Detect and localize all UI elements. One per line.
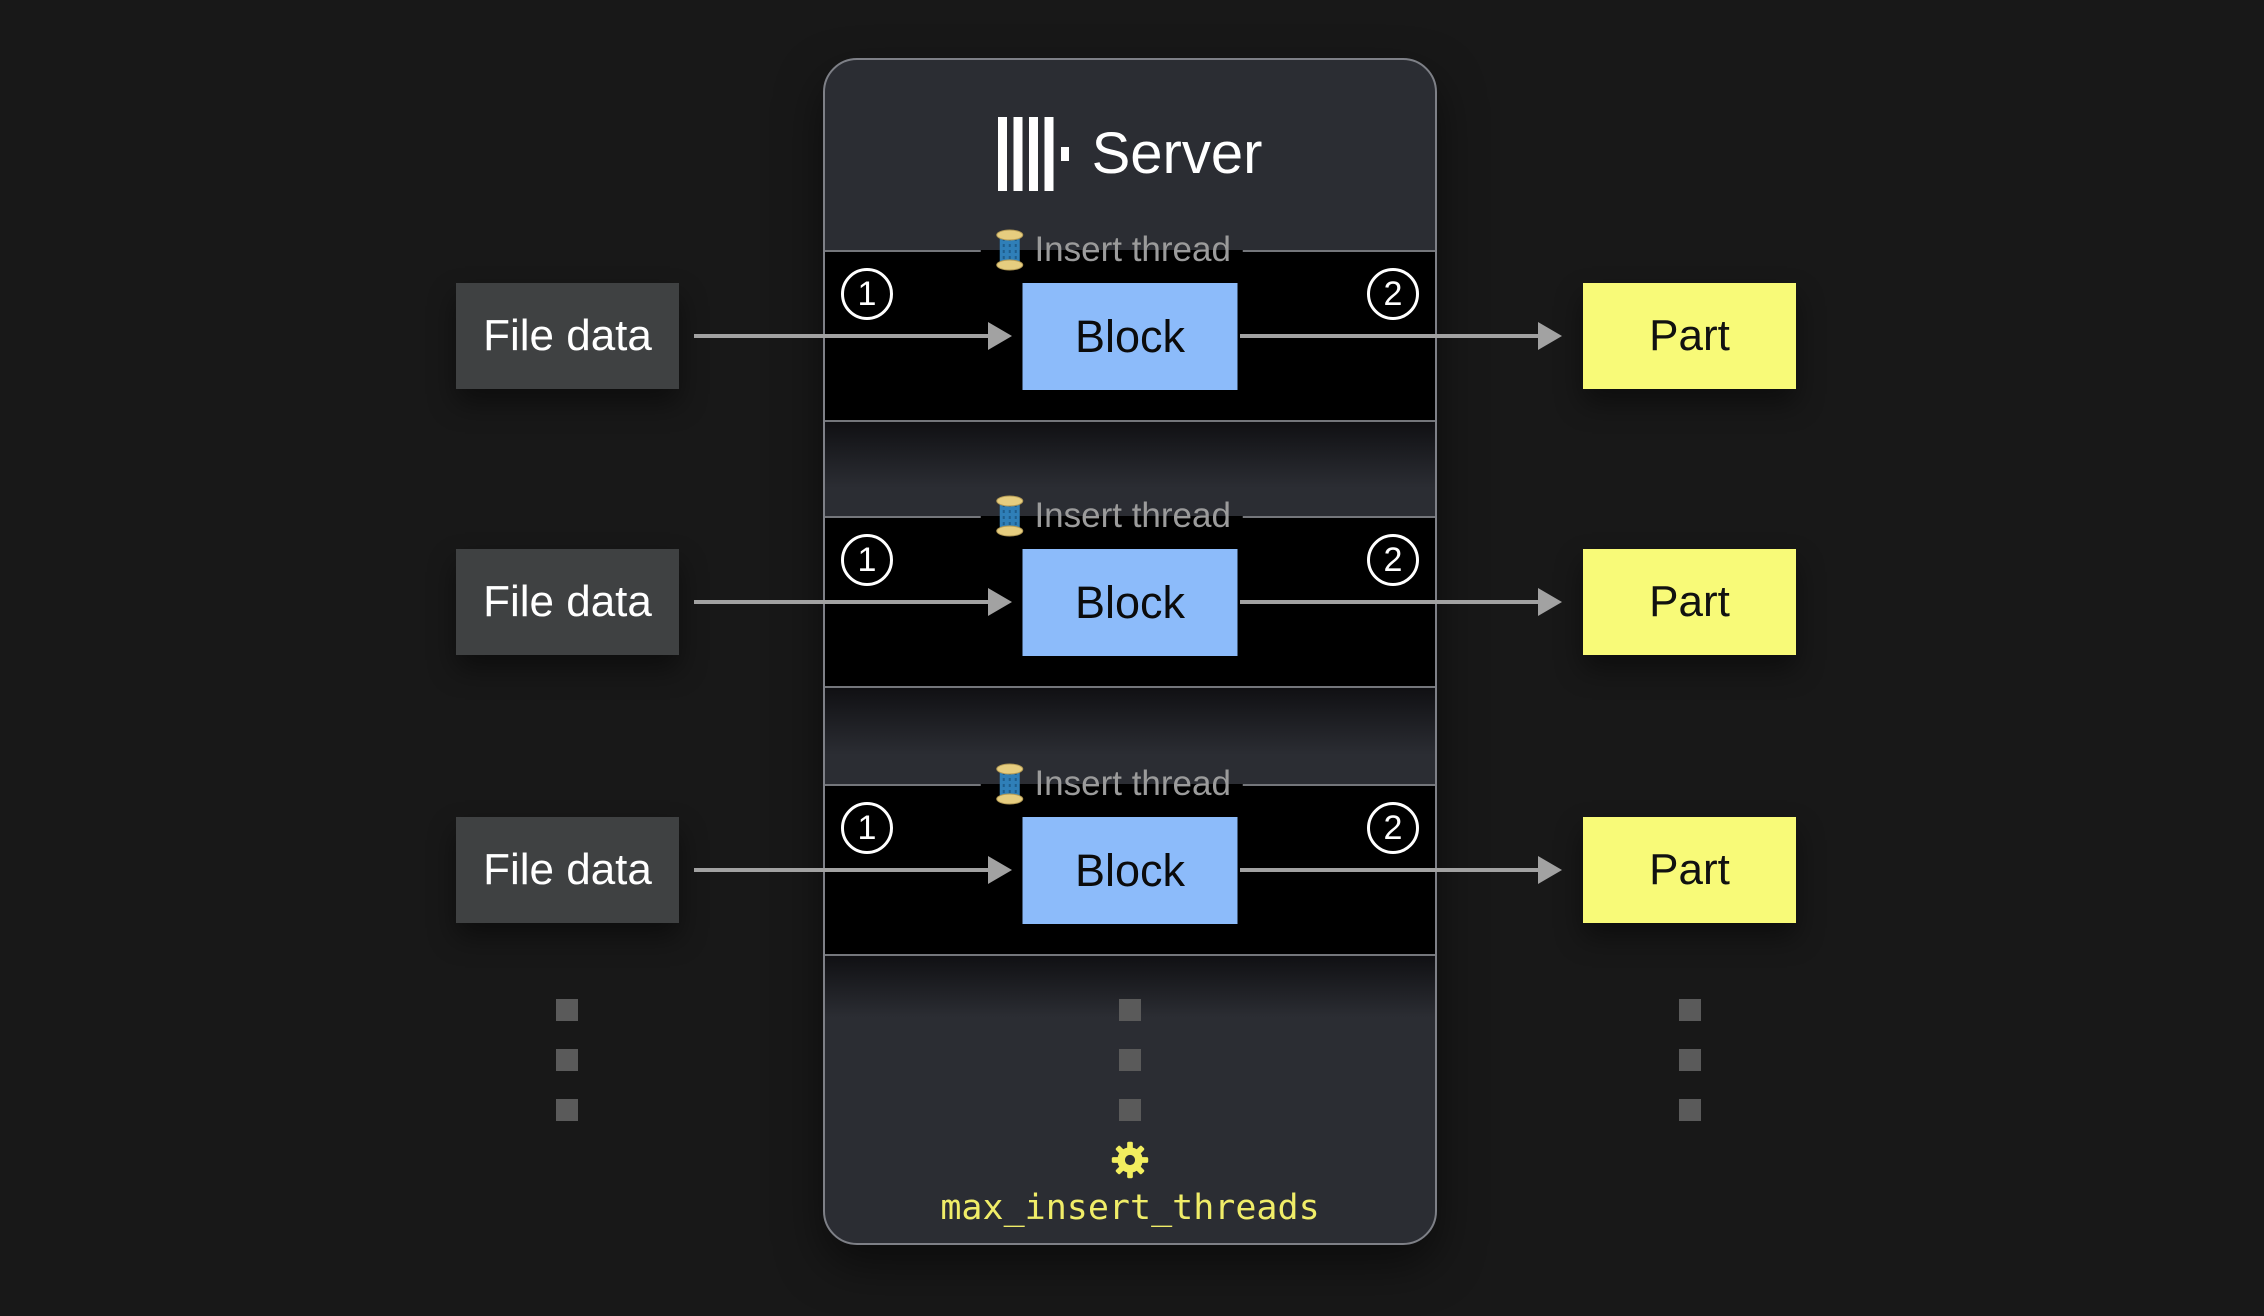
step-number: 2 <box>1383 541 1403 579</box>
step-number: 2 <box>1383 809 1403 847</box>
ellipsis-dot <box>1119 1049 1141 1071</box>
ellipsis-dot <box>1679 1049 1701 1071</box>
ellipsis-dot <box>556 999 578 1021</box>
file-data-label: File data <box>483 845 652 894</box>
setting-label: max_insert_threads <box>940 1188 1320 1228</box>
ellipsis-dot <box>1679 999 1701 1021</box>
part-label: Part <box>1649 311 1730 360</box>
server-header: Server <box>825 60 1435 248</box>
step-1-badge: 1 <box>841 268 893 320</box>
insert-thread-section: Insert thread 1 Block 2 <box>825 229 1435 422</box>
ellipsis-dot <box>1679 1099 1701 1121</box>
insert-thread-label: Insert thread <box>1034 496 1231 535</box>
arrow-block-to-part <box>1240 600 1538 604</box>
insert-thread-legend: Insert thread <box>980 763 1243 805</box>
arrowhead-icon <box>988 588 1012 616</box>
block-box: Block <box>1022 283 1238 390</box>
arrow-block-to-part <box>1240 868 1538 872</box>
step-2-badge: 2 <box>1367 802 1419 854</box>
gear-icon <box>1111 1141 1149 1179</box>
clickhouse-logo-icon <box>997 117 1069 191</box>
ellipsis-dots <box>1119 999 1141 1121</box>
file-data-label: File data <box>483 577 652 626</box>
arrowhead-icon <box>988 856 1012 884</box>
step-1-badge: 1 <box>841 802 893 854</box>
block-label: Block <box>1074 310 1186 362</box>
thread-spool-icon <box>995 763 1023 805</box>
ellipsis-dot <box>556 1049 578 1071</box>
part-box: Part <box>1583 549 1796 655</box>
arrowhead-icon <box>1538 856 1562 884</box>
step-number: 2 <box>1383 275 1403 313</box>
insert-thread-legend: Insert thread <box>980 495 1243 537</box>
server-title: Server <box>1091 121 1263 186</box>
arrowhead-icon <box>1538 588 1562 616</box>
file-data-label: File data <box>483 311 652 360</box>
step-number: 1 <box>857 809 877 847</box>
thread-spool-icon <box>995 495 1023 537</box>
block-label: Block <box>1074 576 1186 628</box>
part-box: Part <box>1583 817 1796 923</box>
file-data-box: File data <box>456 283 679 389</box>
file-data-box: File data <box>456 549 679 655</box>
ellipsis-dots <box>556 999 578 1121</box>
insert-thread-label: Insert thread <box>1034 764 1231 803</box>
ellipsis-dots <box>1679 999 1701 1121</box>
server-panel: Server Insert thread 1 Block 2 <box>823 58 1437 1245</box>
arrow-input-to-block <box>694 868 988 872</box>
ellipsis-dot <box>556 1099 578 1121</box>
insert-thread-label: Insert thread <box>1034 230 1231 269</box>
thread-spool-icon <box>995 229 1023 271</box>
insert-thread-legend: Insert thread <box>980 229 1243 271</box>
step-number: 1 <box>857 541 877 579</box>
ellipsis-dot <box>1119 1099 1141 1121</box>
arrowhead-icon <box>1538 322 1562 350</box>
file-data-box: File data <box>456 817 679 923</box>
arrow-input-to-block <box>694 600 988 604</box>
step-2-badge: 2 <box>1367 534 1419 586</box>
arrow-input-to-block <box>694 334 988 338</box>
arrowhead-icon <box>988 322 1012 350</box>
block-box: Block <box>1022 549 1238 656</box>
block-label: Block <box>1074 844 1186 896</box>
block-box: Block <box>1022 817 1238 924</box>
arrow-block-to-part <box>1240 334 1538 338</box>
step-2-badge: 2 <box>1367 268 1419 320</box>
ellipsis-dot <box>1119 999 1141 1021</box>
part-box: Part <box>1583 283 1796 389</box>
part-label: Part <box>1649 577 1730 626</box>
part-label: Part <box>1649 845 1730 894</box>
step-1-badge: 1 <box>841 534 893 586</box>
step-number: 1 <box>857 275 877 313</box>
